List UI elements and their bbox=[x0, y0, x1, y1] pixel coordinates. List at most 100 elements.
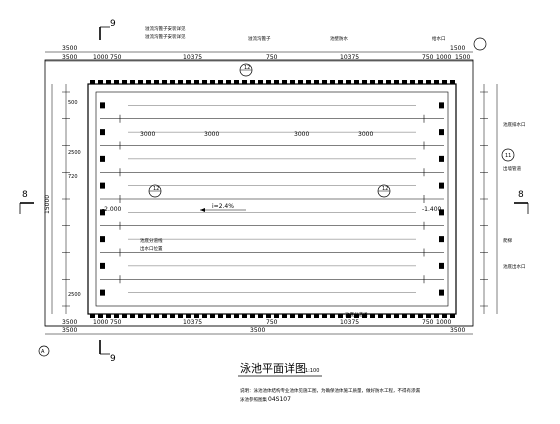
gutter-grate-block bbox=[274, 80, 279, 84]
gutter-grate-block bbox=[194, 314, 199, 318]
axis-circle-top-right bbox=[473, 37, 487, 51]
gutter-grate-block bbox=[354, 80, 359, 84]
gutter-grate-block bbox=[322, 314, 327, 318]
axis-circle-right bbox=[501, 148, 515, 162]
gutter-grate-block bbox=[154, 314, 159, 318]
gutter-grate-block bbox=[90, 80, 95, 84]
start-block bbox=[100, 182, 105, 189]
top-inner-dim-6: 10375 bbox=[340, 54, 359, 61]
end-block bbox=[439, 102, 444, 109]
section-8-right-label: 8 bbox=[518, 190, 524, 200]
lane-length-1: 3000 bbox=[140, 131, 155, 138]
top-inner-dim-8: 1000 bbox=[436, 54, 451, 61]
pool-tank-inner bbox=[95, 91, 449, 307]
gutter-grate-block bbox=[218, 314, 223, 318]
gutter-grate-block bbox=[306, 314, 311, 318]
top-callout-2: 溢流沟篦子安装详见 bbox=[145, 33, 186, 40]
end-block bbox=[439, 129, 444, 136]
gutter-grate-block bbox=[202, 314, 207, 318]
gutter-grate-block bbox=[170, 80, 175, 84]
gutter-grate-block bbox=[410, 314, 415, 318]
gutter-grate-block bbox=[234, 80, 239, 84]
gutter-grate-block bbox=[178, 314, 183, 318]
right-callout-1: 池底排水口 bbox=[503, 121, 526, 128]
gutter-grate-block bbox=[434, 80, 439, 84]
interior-callout-2: 出水口位置 bbox=[140, 245, 163, 252]
bottom-inner-dim-2: 1000 bbox=[93, 319, 108, 326]
gutter-grate-block bbox=[98, 80, 103, 84]
bottom-inner-dim-8: 1000 bbox=[436, 319, 451, 326]
gutter-grate-block bbox=[90, 314, 95, 318]
gutter-grate-block bbox=[442, 314, 447, 318]
gutter-grate-block bbox=[106, 314, 111, 318]
slope-arrowhead bbox=[200, 208, 205, 212]
gutter-grate-block bbox=[138, 314, 143, 318]
callout-circle-top-label: 12 bbox=[244, 65, 250, 71]
left-small-dim-4: 2500 bbox=[68, 292, 81, 298]
level-right: -1.400 bbox=[422, 206, 442, 213]
gutter-grate-block bbox=[426, 80, 431, 84]
top-inner-dim-2: 1000 bbox=[93, 54, 108, 61]
gutter-grate-block bbox=[434, 314, 439, 318]
detail-circle-right-label: 12 bbox=[382, 186, 388, 192]
gutter-grate-block bbox=[138, 80, 143, 84]
end-block bbox=[439, 289, 444, 296]
top-dim-left: 3500 bbox=[62, 45, 77, 52]
gutter-grate-block bbox=[322, 80, 327, 84]
gutter-grate-block bbox=[386, 80, 391, 84]
end-block bbox=[439, 262, 444, 269]
gutter-grate-block bbox=[258, 80, 263, 84]
top-callout-1: 溢流沟篦子安装详见 bbox=[145, 25, 186, 32]
gutter-grate-block bbox=[418, 314, 423, 318]
gutter-grate-block bbox=[162, 80, 167, 84]
right-callout-2: 出墙管道 bbox=[503, 165, 521, 172]
bottom-inner-dim-4: 10375 bbox=[183, 319, 202, 326]
gutter-grate-block bbox=[114, 80, 119, 84]
bottom-inner-dim-6: 10375 bbox=[340, 319, 359, 326]
gutter-grate-block bbox=[402, 80, 407, 84]
gutter-grate-block bbox=[226, 314, 231, 318]
gutter-grate-block bbox=[370, 80, 375, 84]
gutter-grate-block bbox=[170, 314, 175, 318]
gutter-grate-block bbox=[130, 80, 135, 84]
gutter-grate-block bbox=[306, 80, 311, 84]
bottom-inner-dim-5: 750 bbox=[266, 319, 278, 326]
gutter-grate-block bbox=[130, 314, 135, 318]
pool-tank-outer bbox=[87, 83, 457, 315]
gutter-grate-block bbox=[154, 80, 159, 84]
gutter-grate-block bbox=[282, 80, 287, 84]
gutter-grate-block bbox=[186, 80, 191, 84]
start-block bbox=[100, 155, 105, 162]
gutter-grate-block bbox=[314, 80, 319, 84]
gutter-grate-block bbox=[226, 80, 231, 84]
gutter-grate-block bbox=[290, 80, 295, 84]
bottom-outer-dim-2: 3500 bbox=[250, 327, 265, 334]
outer-outline bbox=[44, 59, 474, 327]
gutter-grate-block bbox=[202, 80, 207, 84]
start-block bbox=[100, 209, 105, 216]
top-inner-dim-7: 750 bbox=[422, 54, 434, 61]
bottom-inner-dim-1: 3500 bbox=[62, 319, 77, 326]
section-8-left-label: 8 bbox=[22, 190, 28, 200]
gutter-grate-block bbox=[106, 80, 111, 84]
gutter-grate-block bbox=[218, 80, 223, 84]
gutter-grate-block bbox=[418, 80, 423, 84]
lane-lines bbox=[100, 105, 444, 293]
start-block bbox=[100, 102, 105, 109]
start-block bbox=[100, 129, 105, 136]
gutter-grate-block bbox=[362, 80, 367, 84]
axis-label-a: A bbox=[41, 349, 45, 355]
top-callout-5: 给水口 bbox=[432, 35, 446, 42]
gutter-grate-block bbox=[122, 314, 127, 318]
gutter-grate-block bbox=[258, 314, 263, 318]
end-block bbox=[439, 182, 444, 189]
top-inner-dim-5: 750 bbox=[266, 54, 278, 61]
gutter-grate-block bbox=[114, 314, 119, 318]
gutter-grate-block bbox=[370, 314, 375, 318]
bottom-inner-dim-7: 750 bbox=[422, 319, 434, 326]
drawing-title: 泳池平面详图 bbox=[240, 361, 306, 375]
gutter-grate-block bbox=[162, 314, 167, 318]
start-block bbox=[100, 236, 105, 243]
